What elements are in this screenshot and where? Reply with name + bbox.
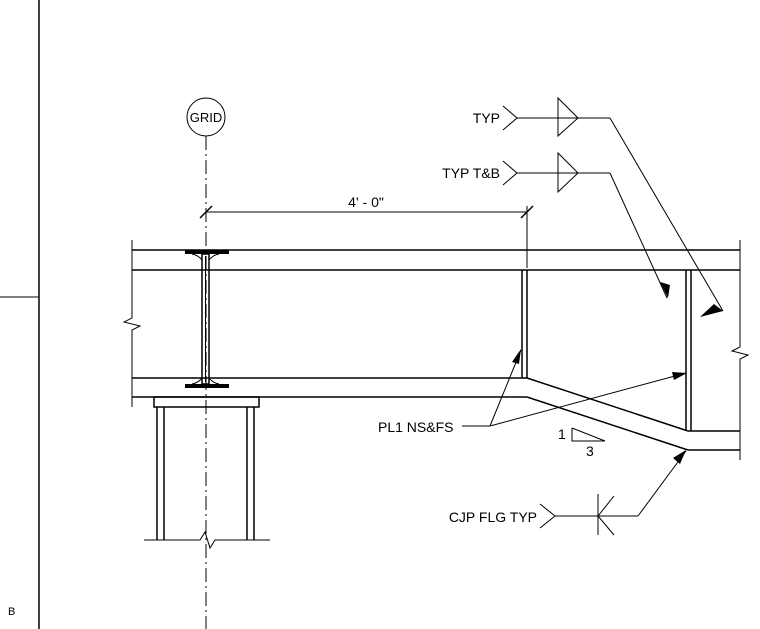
arrowhead: [512, 349, 521, 364]
wide-flange-section: [185, 250, 229, 388]
arrowhead: [673, 450, 686, 464]
slope-indicator: 1 3: [558, 426, 606, 459]
grid-marker: GRID: [186, 97, 226, 137]
arrowhead: [660, 282, 670, 298]
slope-rise: 1: [558, 426, 566, 442]
dimension-line: 4' - 0": [199, 194, 534, 268]
sheet-letter: B: [8, 606, 15, 618]
callout-cjp-label: CJP FLG TYP: [449, 509, 537, 525]
left-break-line: [122, 240, 142, 407]
right-break-line: [730, 240, 750, 460]
callout-typ-tb-label: TYP T&B: [442, 165, 500, 181]
callout-typ: TYP: [473, 96, 724, 317]
arrowhead: [700, 304, 723, 317]
slope-run: 3: [586, 443, 594, 459]
callout-typ-tb: TYP T&B: [442, 151, 670, 299]
callout-plate: PL1 NS&FS: [378, 349, 687, 435]
support-column: [144, 396, 270, 550]
callout-plate-label: PL1 NS&FS: [378, 419, 453, 435]
sheet-border: B: [0, 0, 40, 629]
callout-cjp: CJP FLG TYP: [449, 450, 687, 536]
grid-label: GRID: [190, 110, 223, 125]
dimension-text: 4' - 0": [348, 194, 384, 210]
arrowhead: [672, 372, 687, 380]
callout-typ-label: TYP: [473, 110, 500, 126]
girder-beam: [132, 249, 740, 451]
